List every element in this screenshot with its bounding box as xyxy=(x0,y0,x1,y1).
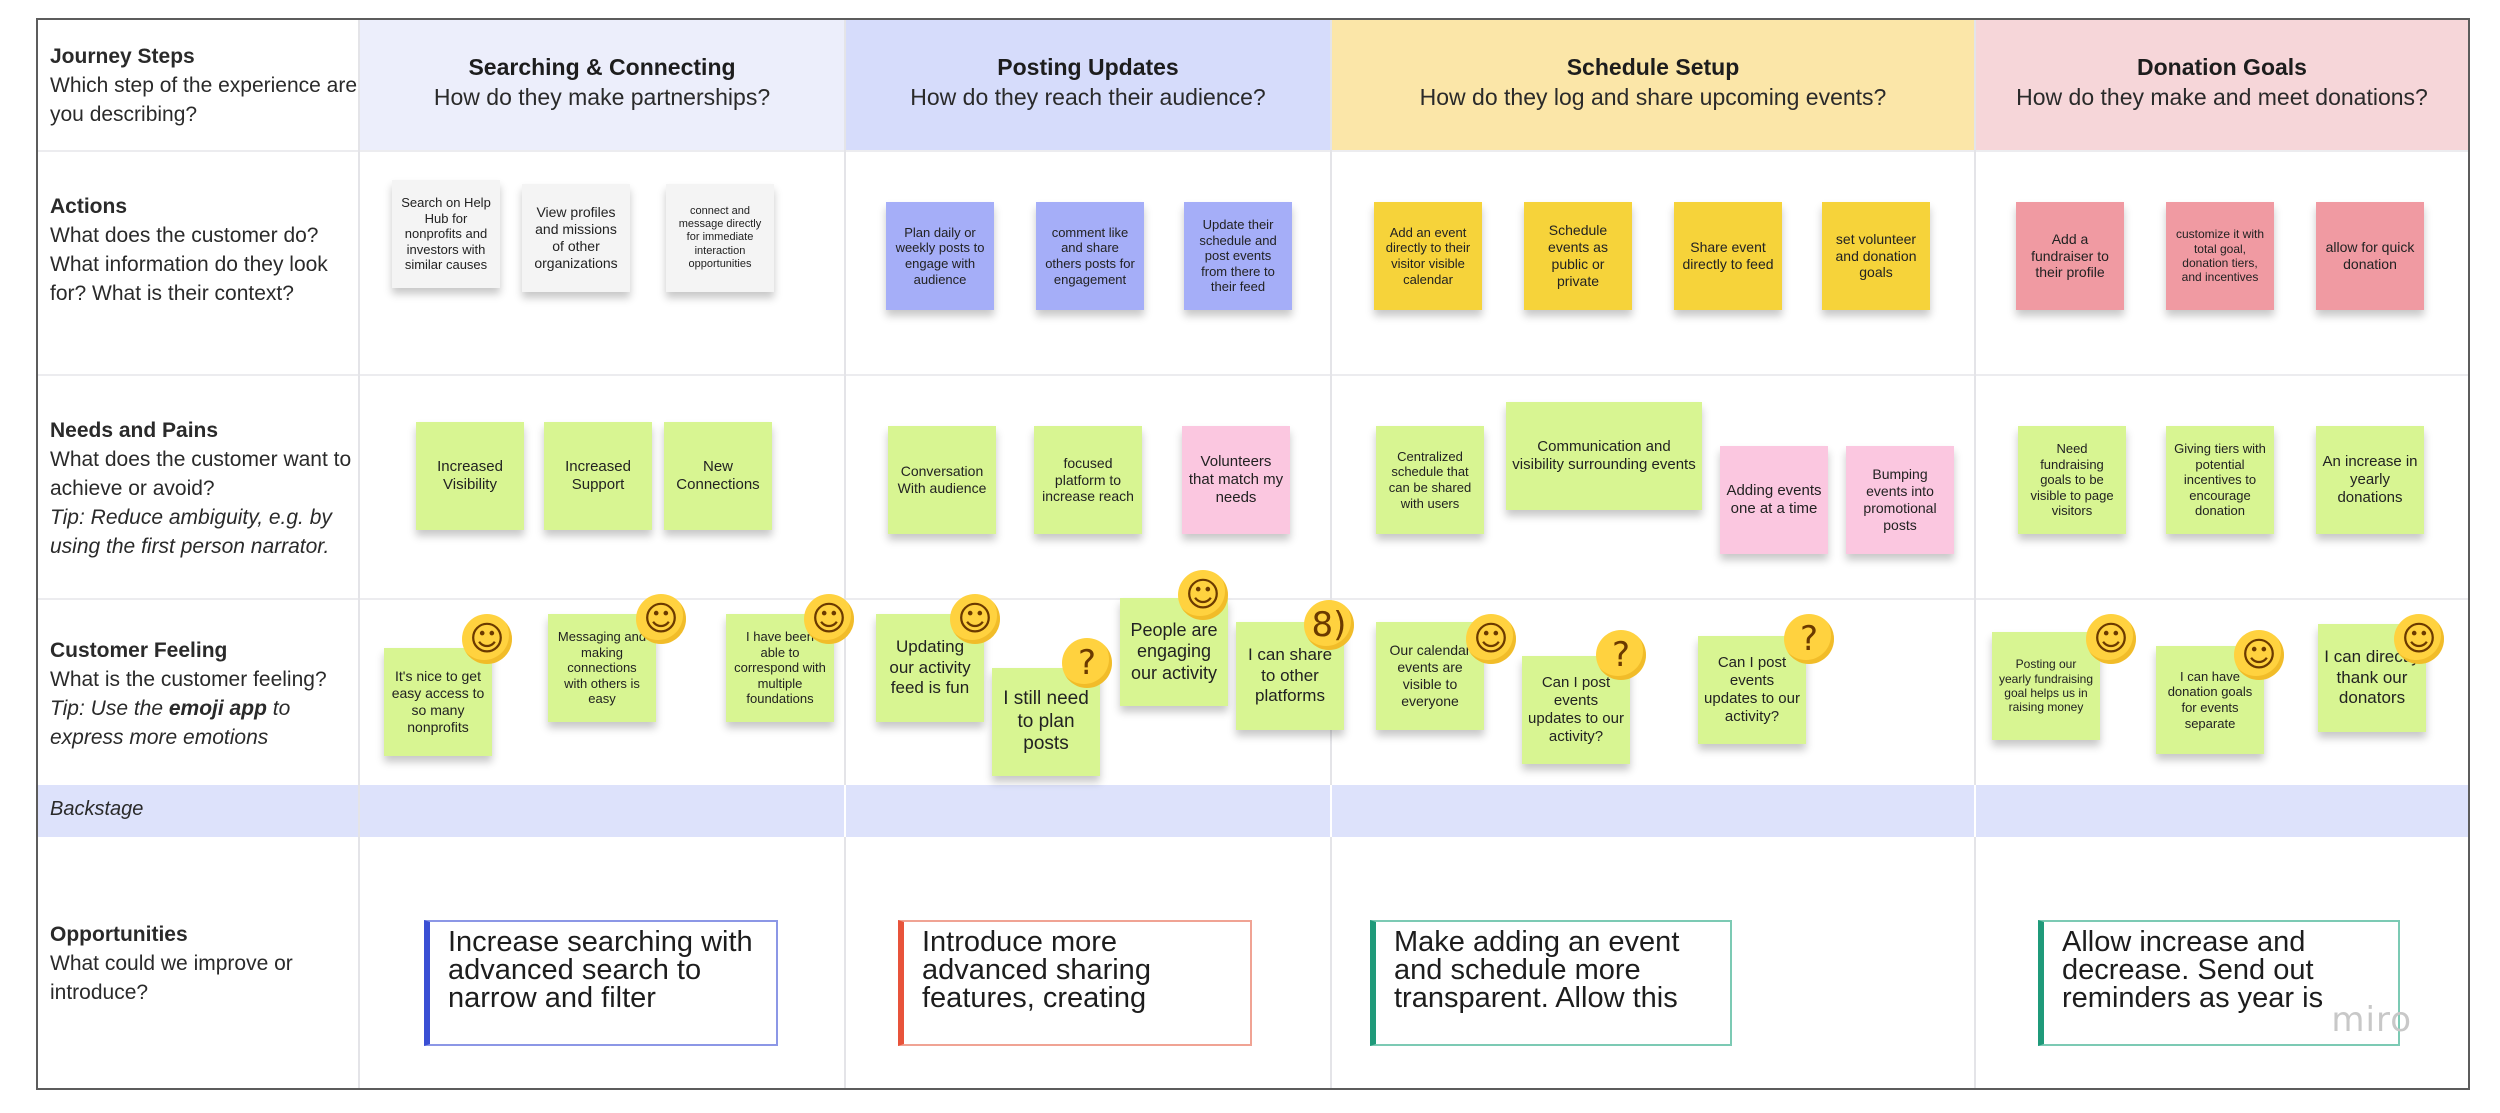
sticky-note[interactable]: Add an event directly to their visitor v… xyxy=(1374,202,1482,310)
journey-map-board: Journey Steps Which step of the experien… xyxy=(36,18,2470,1090)
row-title: Opportunities xyxy=(50,923,188,946)
sticky-note[interactable]: Schedule events as public or private xyxy=(1524,202,1632,310)
column-header-bg-3 xyxy=(1332,20,1974,150)
thinking-emoji-icon: ? xyxy=(1596,630,1646,680)
sticky-note[interactable]: connect and message directly for immedia… xyxy=(666,184,774,292)
sticky-note[interactable]: comment like and share others posts for … xyxy=(1036,202,1144,310)
row-description: What does the customer want to achieve o… xyxy=(50,448,352,500)
blush-emoji-icon: ☺ xyxy=(1466,614,1516,664)
sticky-note[interactable]: I can directly thank our donators xyxy=(2318,624,2426,732)
sticky-note[interactable]: View profiles and missions of other orga… xyxy=(522,184,630,292)
miro-logo: miro xyxy=(2331,1000,2412,1040)
nerd-emoji-icon: 8) xyxy=(1304,600,1354,650)
row-tip: Tip: Reduce ambiguity, e.g. by using the… xyxy=(50,506,332,558)
sticky-note[interactable]: Centralized schedule that can be shared … xyxy=(1376,426,1484,534)
column-header-bg-4 xyxy=(1976,20,2468,150)
column-header-schedule: Schedule Setup How do they log and share… xyxy=(1332,52,1974,112)
sticky-note[interactable]: Giving tiers with potential incentives t… xyxy=(2166,426,2274,534)
column-title: Searching & Connecting xyxy=(468,54,736,80)
sticky-note[interactable]: Volunteers that match my needs xyxy=(1182,426,1290,534)
row-divider xyxy=(38,150,2468,152)
sticky-note[interactable]: I have been able to correspond with mult… xyxy=(726,614,834,722)
opportunity-card[interactable]: Increase searching with advanced search … xyxy=(424,920,778,1046)
sticky-note[interactable]: Update their schedule and post events fr… xyxy=(1184,202,1292,310)
smile-emoji-icon: ☺ xyxy=(950,594,1000,644)
column-subtitle: How do they make partnerships? xyxy=(433,84,771,110)
sticky-note[interactable]: set volunteer and donation goals xyxy=(1822,202,1930,310)
sticky-note[interactable]: Updating our activity feed is fun xyxy=(876,614,984,722)
blush-emoji-icon: ☺ xyxy=(2086,614,2136,664)
row-tip-emoji-app: emoji app xyxy=(168,697,267,720)
column-title: Donation Goals xyxy=(2137,54,2307,80)
column-header-bg-2 xyxy=(846,20,1330,150)
backstage-label: Backstage xyxy=(50,798,144,820)
sticky-note[interactable]: Increased Support xyxy=(544,422,652,530)
row-divider xyxy=(38,598,2468,600)
row-header-customer-feeling: Customer Feeling What is the customer fe… xyxy=(50,636,360,752)
row-tip-prefix: Tip: Use the xyxy=(50,697,169,720)
smile-emoji-icon: ☺ xyxy=(2394,614,2444,664)
backstage-gap xyxy=(844,785,846,837)
sticky-note[interactable]: Plan daily or weekly posts to engage wit… xyxy=(886,202,994,310)
sticky-note[interactable]: I still need to plan posts xyxy=(992,668,1100,776)
column-divider xyxy=(358,20,360,1088)
sticky-note[interactable]: Search on Help Hub for nonprofits and in… xyxy=(392,180,500,288)
sticky-note[interactable]: Posting our yearly fundraising goal help… xyxy=(1992,632,2100,740)
sticky-note[interactable]: It's nice to get easy access to so many … xyxy=(384,648,492,756)
sticky-note[interactable]: allow for quick donation xyxy=(2316,202,2424,310)
row-tip-suffix: to express more emotions xyxy=(50,697,291,749)
row-title: Customer Feeling xyxy=(50,639,228,662)
column-divider xyxy=(1330,20,1332,1088)
blush-emoji-icon: ☺ xyxy=(2234,630,2284,680)
column-header-searching: Searching & Connecting How do they make … xyxy=(360,52,844,112)
backstage-band xyxy=(38,785,2468,837)
column-title: Posting Updates xyxy=(997,54,1179,80)
row-description: What could we improve or introduce? xyxy=(50,952,293,1004)
opportunity-card[interactable]: Allow increase and decrease. Send out re… xyxy=(2038,920,2400,1046)
row-title: Needs and Pains xyxy=(50,419,219,442)
sticky-note[interactable]: Increased Visibility xyxy=(416,422,524,530)
row-header-needs-pains: Needs and Pains What does the customer w… xyxy=(50,416,360,561)
sticky-note[interactable]: customize it with total goal, donation t… xyxy=(2166,202,2274,310)
backstage-gap xyxy=(1330,785,1332,837)
column-subtitle: How do they make and meet donations? xyxy=(2016,84,2428,110)
row-description: What is the customer feeling? xyxy=(50,668,327,691)
sticky-note[interactable]: Conversation With audience xyxy=(888,426,996,534)
sticky-note[interactable]: Add a fundraiser to their profile xyxy=(2016,202,2124,310)
sticky-note[interactable]: New Connections xyxy=(664,422,772,530)
sticky-note[interactable]: Messaging and making connections with ot… xyxy=(548,614,656,722)
row-title: Actions xyxy=(50,195,128,218)
row-header-opportunities: Opportunities What could we improve or i… xyxy=(50,920,360,1007)
sticky-note[interactable]: An increase in yearly donations xyxy=(2316,426,2424,534)
thinking-emoji-icon: ? xyxy=(1062,638,1112,688)
sticky-note[interactable]: Communication and visibility surrounding… xyxy=(1506,402,1702,510)
sticky-note[interactable]: Share event directly to feed xyxy=(1674,202,1782,310)
sticky-note[interactable]: focused platform to increase reach xyxy=(1034,426,1142,534)
column-subtitle: How do they log and share upcoming event… xyxy=(1419,84,1887,110)
column-header-donation: Donation Goals How do they make and meet… xyxy=(1976,52,2468,112)
row-header-actions: Actions What does the customer do? What … xyxy=(50,192,360,308)
sticky-note[interactable]: Bumping events into promotional posts xyxy=(1846,446,1954,554)
opportunity-card[interactable]: Make adding an event and schedule more t… xyxy=(1370,920,1732,1046)
sticky-note[interactable]: Adding events one at a time xyxy=(1720,446,1828,554)
row-description: Which step of the experience are you des… xyxy=(50,74,358,126)
column-subtitle: How do they reach their audience? xyxy=(910,84,1266,110)
smile-emoji-icon: ☺ xyxy=(636,594,686,644)
sticky-note[interactable]: Need fundraising goals to be visible to … xyxy=(2018,426,2126,534)
column-divider xyxy=(1974,20,1976,1088)
blush-emoji-icon: ☺ xyxy=(462,614,512,664)
smile-emoji-icon: ☺ xyxy=(804,594,854,644)
column-divider xyxy=(844,20,846,1088)
column-header-posting: Posting Updates How do they reach their … xyxy=(846,52,1330,112)
thinking-emoji-icon: ? xyxy=(1784,614,1834,664)
row-title: Journey Steps xyxy=(50,45,195,68)
backstage-gap xyxy=(1974,785,1976,837)
smile-emoji-icon: ☺ xyxy=(1178,570,1228,620)
opportunity-card[interactable]: Introduce more advanced sharing features… xyxy=(898,920,1252,1046)
row-divider xyxy=(38,374,2468,376)
column-title: Schedule Setup xyxy=(1566,54,1740,80)
column-header-bg-1 xyxy=(360,20,844,150)
row-description: What does the customer do? What informat… xyxy=(50,224,328,305)
row-header-journey-steps: Journey Steps Which step of the experien… xyxy=(50,42,360,129)
